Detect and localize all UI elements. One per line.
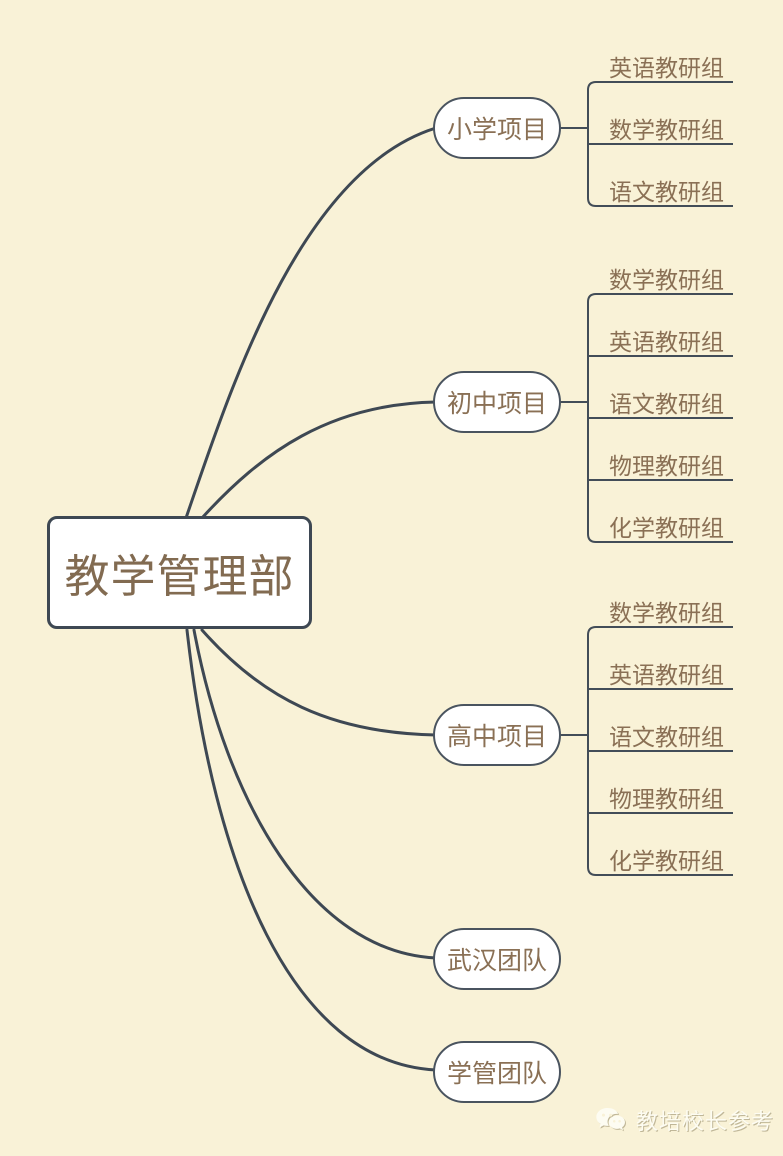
link-root-primary: [184, 126, 438, 520]
branch-senior-high[interactable]: 高中项目: [433, 704, 561, 766]
leaf-topic[interactable]: 英语教研组: [609, 662, 724, 688]
leaf-topic[interactable]: 语文教研组: [609, 179, 724, 205]
leaf-topic[interactable]: 英语教研组: [609, 329, 724, 355]
branch-primary-school[interactable]: 小学项目: [433, 97, 561, 159]
leaf-topic[interactable]: 化学教研组: [609, 515, 724, 541]
branch-label: 小学项目: [446, 116, 547, 144]
bracket-junior-group: [556, 293, 733, 543]
leaf-topic[interactable]: 化学教研组: [609, 848, 724, 874]
leaf-topic[interactable]: 数学教研组: [609, 267, 724, 293]
watermark: 教培校长参考: [595, 1104, 774, 1136]
branch-junior-high[interactable]: 初中项目: [433, 371, 561, 433]
leaf-topic[interactable]: 物理教研组: [609, 453, 724, 479]
branch-label: 学管团队: [446, 1060, 547, 1088]
root-node[interactable]: 教学管理部: [47, 516, 312, 629]
link-root-wuhan: [192, 628, 438, 960]
link-root-senior: [200, 628, 438, 737]
branch-wuhan-team[interactable]: 武汉团队: [433, 928, 561, 990]
link-root-junior: [200, 400, 438, 520]
leaf-topic[interactable]: 语文教研组: [609, 391, 724, 417]
bracket-primary-group: [556, 81, 733, 207]
wechat-icon: [596, 1107, 625, 1130]
bracket-senior-group: [556, 626, 733, 876]
leaf-topic[interactable]: 英语教研组: [609, 55, 724, 81]
link-root-xueguan: [185, 628, 438, 1072]
branch-label: 初中项目: [446, 390, 547, 418]
leaf-topic[interactable]: 语文教研组: [609, 724, 724, 750]
branch-student-admin-team[interactable]: 学管团队: [433, 1041, 561, 1103]
root-node-label: 教学管理部: [64, 551, 295, 602]
leaf-topic[interactable]: 数学教研组: [609, 117, 724, 143]
branch-label: 高中项目: [446, 723, 547, 751]
watermark-label: 教培校长参考: [635, 1109, 774, 1134]
branch-label: 武汉团队: [446, 947, 547, 975]
leaf-topic[interactable]: 物理教研组: [609, 786, 724, 812]
leaf-topic[interactable]: 数学教研组: [609, 600, 724, 626]
